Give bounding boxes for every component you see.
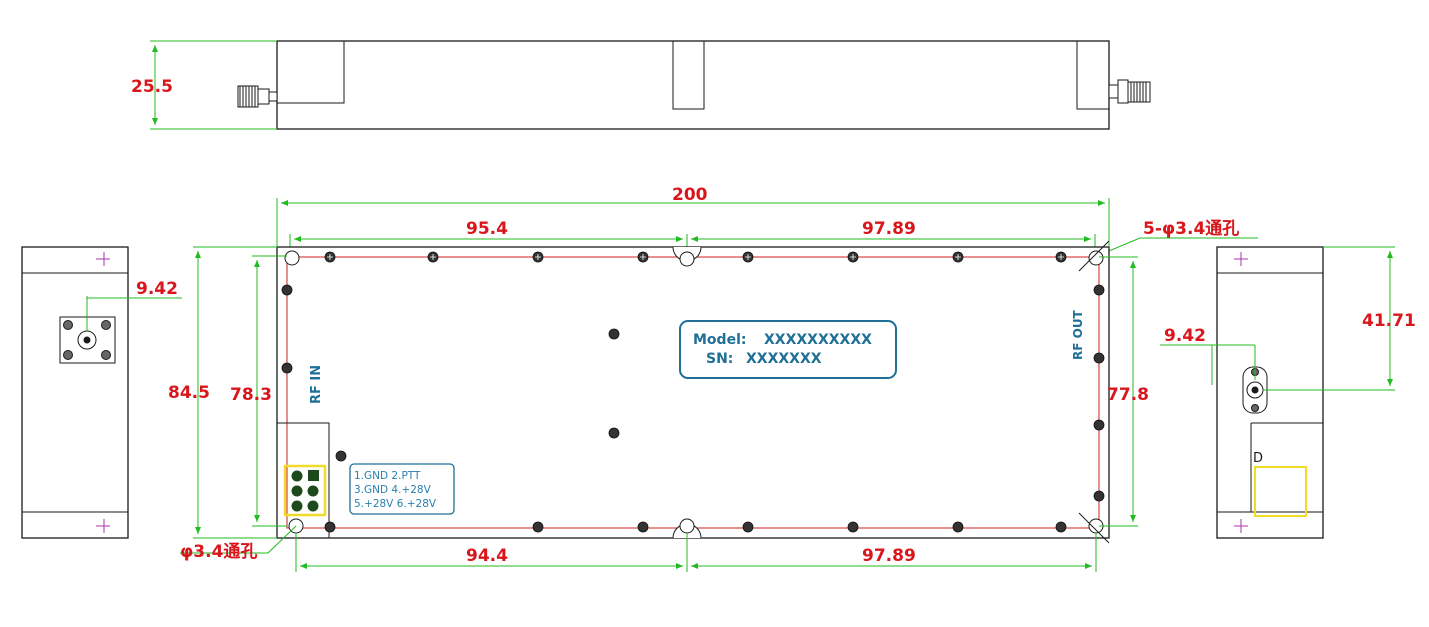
hole-note-single: φ3.4通孔 bbox=[180, 542, 257, 562]
dimension-inner-right-height: 77.8 bbox=[1099, 256, 1149, 527]
dim-9-42-right: 9.42 bbox=[1164, 326, 1206, 346]
model-value: XXXXXXXXXX bbox=[764, 332, 872, 348]
dim-97-89-top: 97.89 bbox=[862, 219, 916, 239]
side-view: 25.5 bbox=[131, 40, 1151, 130]
pinout-row-1: 1.GND 2.PTT bbox=[354, 470, 421, 482]
sn-label: SN: bbox=[706, 351, 733, 367]
dim-41-71: 41.71 bbox=[1362, 311, 1416, 331]
rf-in-label: RF IN bbox=[309, 365, 324, 404]
dim-97-89-bottom: 97.89 bbox=[862, 546, 916, 566]
dimension-bottom-spans: 94.4 97.89 bbox=[295, 533, 1097, 572]
left-end-view: 9.42 bbox=[21, 246, 182, 539]
dim-25-5: 25.5 bbox=[131, 77, 173, 97]
svg-text:D: D bbox=[1253, 451, 1263, 466]
sn-value: XXXXXXX bbox=[746, 351, 822, 367]
dim-78-3: 78.3 bbox=[230, 385, 272, 405]
dim-94-4: 94.4 bbox=[466, 546, 508, 566]
sma-connector-left-icon bbox=[237, 85, 278, 108]
right-end-view: D 9.42 41.71 bbox=[1160, 246, 1416, 539]
screw-icons bbox=[281, 251, 1105, 533]
pinout-row-2: 3.GND 4.+28V bbox=[354, 484, 432, 496]
dim-84-5: 84.5 bbox=[168, 383, 210, 403]
plan-view: Model: XXXXXXXXXX SN: XXXXXXX RF IN RF O… bbox=[276, 240, 1110, 544]
dim-77-8: 77.8 bbox=[1107, 385, 1149, 405]
pinout-row-3: 5.+28V 6.+28V bbox=[354, 498, 437, 510]
hole-note-5x: 5-φ3.4通孔 bbox=[1143, 219, 1239, 239]
dimension-overall-width: 84.5 bbox=[168, 246, 277, 539]
dimension-top-spans: 95.4 97.89 bbox=[289, 219, 1096, 258]
dim-95-4: 95.4 bbox=[466, 219, 508, 239]
dim-9-42-left: 9.42 bbox=[136, 279, 178, 299]
rf-out-label: RF OUT bbox=[1071, 309, 1085, 360]
model-label: Model: bbox=[693, 332, 746, 348]
pinout-box: 1.GND 2.PTT 3.GND 4.+28V 5.+28V 6.+28V bbox=[349, 463, 455, 515]
dimension-inner-left-height: 78.3 bbox=[230, 255, 287, 527]
power-connector-icon bbox=[283, 464, 327, 517]
sma-connector-right-icon bbox=[1108, 79, 1151, 104]
dimension-overall-length: 200 bbox=[276, 185, 1110, 246]
label-plate: Model: XXXXXXXXXX SN: XXXXXXX bbox=[679, 320, 897, 379]
hole-callout-bottom: φ3.4通孔 bbox=[180, 525, 297, 562]
mounting-hole-lugs bbox=[284, 240, 1110, 544]
dimension-side-height: 25.5 bbox=[131, 40, 277, 130]
dim-200: 200 bbox=[672, 185, 708, 205]
